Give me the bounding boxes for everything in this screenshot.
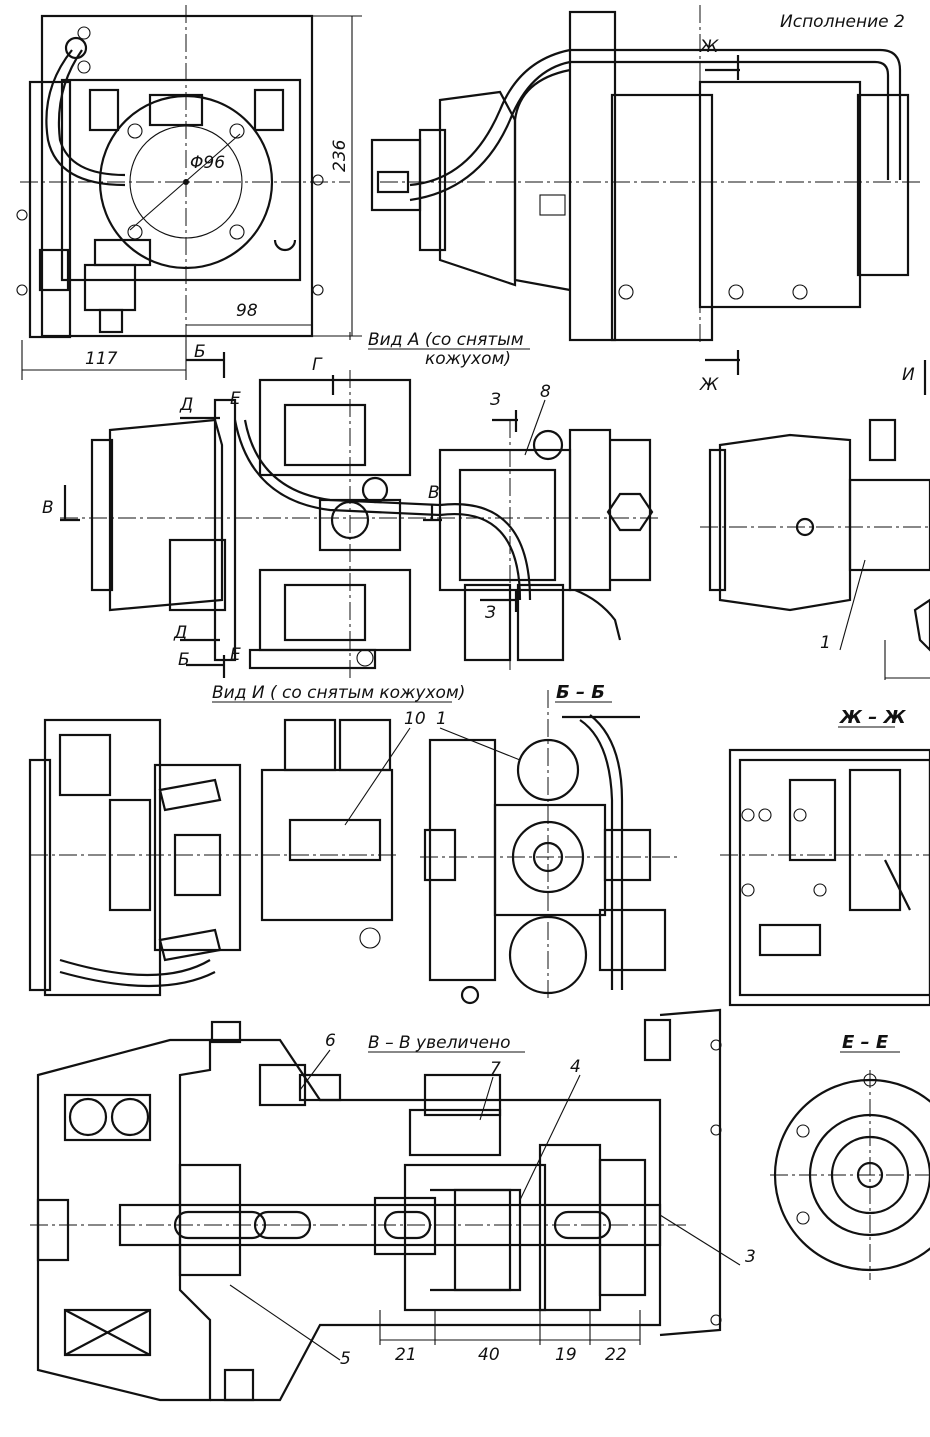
variant-label: Исполнение 2 <box>780 12 905 32</box>
section-ee-title: Е – Е <box>842 1032 889 1053</box>
mark-d-top: Д <box>179 395 193 415</box>
leader-lines <box>60 332 927 1361</box>
section-vv-title: В – В увеличено <box>368 1033 511 1053</box>
section-ee-drawing <box>770 1070 930 1280</box>
section-bb-drawing <box>420 690 680 1005</box>
dim-98: 98 <box>236 301 258 321</box>
section-zhzh-title: Ж – Ж <box>838 707 907 728</box>
mark-zh-top: Ж <box>699 37 719 57</box>
position-1-bb: 1 <box>436 709 447 729</box>
position-1-view-i: 1 <box>820 633 831 653</box>
mark-e-top: Е <box>230 389 241 409</box>
dim-236: 236 <box>330 139 350 172</box>
mark-b-top: Б <box>194 342 206 362</box>
position-3: 3 <box>745 1247 756 1267</box>
view-a-title-2: кожухом) <box>425 349 511 369</box>
view-i-title: Вид И ( со снятым кожухом) <box>212 683 465 703</box>
position-7: 7 <box>490 1059 501 1079</box>
dim-19: 19 <box>555 1345 577 1365</box>
labels: Исполнение 2 Φ96 236 98 117 Вид А (со сн… <box>42 12 915 1369</box>
section-vv-drawing <box>30 1008 722 1402</box>
mark-d-bottom: Д <box>173 623 187 643</box>
position-6: 6 <box>325 1031 336 1051</box>
mark-z-bottom: З <box>485 603 496 623</box>
section-zhzh-drawing <box>720 748 930 1007</box>
mark-g: Г <box>312 355 323 375</box>
mark-e-bottom: Е <box>230 645 241 665</box>
dim-117: 117 <box>85 349 118 369</box>
dim-diameter: Φ96 <box>190 153 225 173</box>
view-i-drawing <box>28 718 400 997</box>
dim-22: 22 <box>605 1345 627 1365</box>
dim-40: 40 <box>478 1345 500 1365</box>
position-10: 10 <box>404 709 426 729</box>
view-a-drawing <box>60 370 660 680</box>
dim-21: 21 <box>395 1345 417 1365</box>
view-i-partial <box>700 418 930 680</box>
position-5: 5 <box>340 1349 351 1369</box>
front-view-top-left <box>16 5 362 380</box>
side-view-top-right <box>370 5 920 375</box>
title-underlines <box>212 348 900 1053</box>
position-8: 8 <box>540 382 551 402</box>
mark-b-bottom: Б <box>178 650 190 670</box>
mark-v-mid: В <box>428 483 440 503</box>
view-a-title-1: Вид А (со снятым <box>368 330 524 350</box>
mark-zh-bottom: Ж <box>699 375 719 395</box>
mark-v-left: В <box>42 498 54 518</box>
section-bb-title: Б – Б <box>556 682 605 703</box>
mark-z-top: З <box>490 390 501 410</box>
mark-i: И <box>902 365 915 385</box>
position-4: 4 <box>570 1057 581 1077</box>
